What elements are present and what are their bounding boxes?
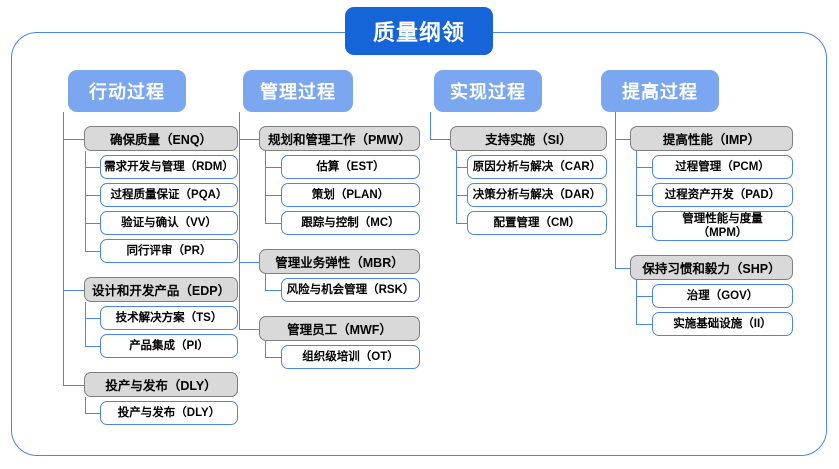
group-node-enq[interactable]: 确保质量（ENQ） — [84, 126, 238, 151]
connector-group-to-leaf — [636, 296, 652, 297]
group-node-imp[interactable]: 提高性能（IMP） — [630, 126, 793, 151]
connector-group-to-leaf — [456, 223, 467, 224]
connector-group-to-leaf — [636, 226, 652, 227]
leaf-node-dly[interactable]: 投产与发布（DLY） — [100, 401, 238, 425]
leaf-node-ot[interactable]: 组织级培训（OT） — [281, 345, 420, 369]
leaf-node-cm[interactable]: 配置管理（CM） — [467, 211, 607, 235]
connector-child-trunk — [265, 274, 266, 290]
connector-group-to-leaf — [85, 318, 100, 319]
connector-group-to-leaf — [265, 357, 281, 358]
leaf-node-car[interactable]: 原因分析与解决（CAR） — [467, 155, 607, 179]
connector-child-trunk — [85, 397, 86, 413]
leaf-node-ts[interactable]: 技术解决方案（TS） — [100, 306, 238, 330]
connector-column-trunk — [239, 112, 240, 329]
connector-group-to-leaf — [85, 195, 100, 196]
leaf-node-dar[interactable]: 决策分析与解决（DAR） — [467, 183, 607, 207]
connector-group-to-leaf — [456, 167, 467, 168]
column-header-4: 提高过程 — [601, 70, 719, 112]
connector-group-to-leaf — [265, 223, 281, 224]
group-node-mwf[interactable]: 管理员工（MWF） — [259, 316, 420, 341]
group-node-si[interactable]: 支持实施（SI） — [450, 126, 607, 151]
connector-trunk-to-group — [239, 261, 259, 263]
leaf-node-plan[interactable]: 策划（PLAN） — [281, 183, 420, 207]
leaf-node-pcm[interactable]: 过程管理（PCM） — [652, 155, 793, 179]
connector-group-to-leaf — [265, 290, 281, 291]
leaf-node-pr[interactable]: 同行评审（PR） — [100, 239, 238, 263]
connector-trunk-to-group — [239, 328, 259, 330]
column-header-2: 管理过程 — [243, 70, 353, 112]
connector-child-trunk — [265, 151, 266, 223]
connector-group-to-leaf — [636, 195, 652, 196]
group-node-edp[interactable]: 设计和开发产品（EDP） — [84, 277, 238, 302]
leaf-node-est[interactable]: 估算（EST） — [281, 155, 420, 179]
leaf-node-mc[interactable]: 跟踪与控制（MC） — [281, 211, 420, 235]
leaf-node-mpm[interactable]: 管理性能与度量（MPM） — [652, 211, 793, 241]
connector-column-trunk — [63, 112, 64, 385]
leaf-node-pqa[interactable]: 过程质量保证（PQA） — [100, 183, 238, 207]
connector-group-to-leaf — [636, 167, 652, 168]
connector-trunk-to-group — [239, 138, 259, 140]
connector-group-to-leaf — [85, 167, 100, 168]
group-node-shp[interactable]: 保持习惯和毅力（SHP） — [630, 255, 793, 280]
leaf-node-rdm[interactable]: 需求开发与管理（RDM） — [100, 155, 238, 179]
root-node-quality-program: 质量纲领 — [345, 7, 493, 55]
leaf-node-pad[interactable]: 过程资产开发（PAD） — [652, 183, 793, 207]
connector-child-trunk — [85, 302, 86, 346]
group-node-mbr[interactable]: 管理业务弹性（MBR） — [259, 249, 420, 274]
connector-trunk-to-group — [615, 267, 630, 269]
leaf-node-pi[interactable]: 产品集成（PI） — [100, 334, 238, 358]
connector-group-to-leaf — [85, 413, 100, 414]
connector-child-trunk — [636, 151, 637, 226]
connector-trunk-to-group — [430, 138, 450, 140]
leaf-node-vv[interactable]: 验证与确认（VV） — [100, 211, 238, 235]
group-node-dly[interactable]: 投产与发布（DLY） — [84, 372, 238, 397]
connector-group-to-leaf — [636, 324, 652, 325]
connector-trunk-to-group — [615, 138, 630, 140]
connector-group-to-leaf — [456, 195, 467, 196]
connector-child-trunk — [265, 341, 266, 357]
connector-group-to-leaf — [85, 251, 100, 252]
connector-column-trunk — [615, 112, 616, 268]
column-header-3: 实现过程 — [434, 70, 542, 112]
column-header-1: 行动过程 — [68, 70, 186, 112]
leaf-node-rsk[interactable]: 风险与机会管理（RSK） — [281, 278, 420, 302]
connector-child-trunk — [456, 151, 457, 223]
connector-child-trunk — [85, 151, 86, 251]
connector-group-to-leaf — [85, 346, 100, 347]
group-node-pmw[interactable]: 规划和管理工作（PMW） — [259, 126, 420, 151]
connector-group-to-leaf — [265, 167, 281, 168]
connector-column-trunk — [430, 112, 431, 139]
connector-trunk-to-group — [63, 138, 84, 140]
leaf-node-gov[interactable]: 治理（GOV） — [652, 284, 793, 308]
connector-child-trunk — [636, 280, 637, 324]
connector-trunk-to-group — [63, 384, 84, 386]
connector-group-to-leaf — [265, 195, 281, 196]
connector-trunk-to-group — [63, 289, 84, 291]
connector-group-to-leaf — [85, 223, 100, 224]
leaf-node-ii[interactable]: 实施基础设施（II） — [652, 312, 793, 336]
